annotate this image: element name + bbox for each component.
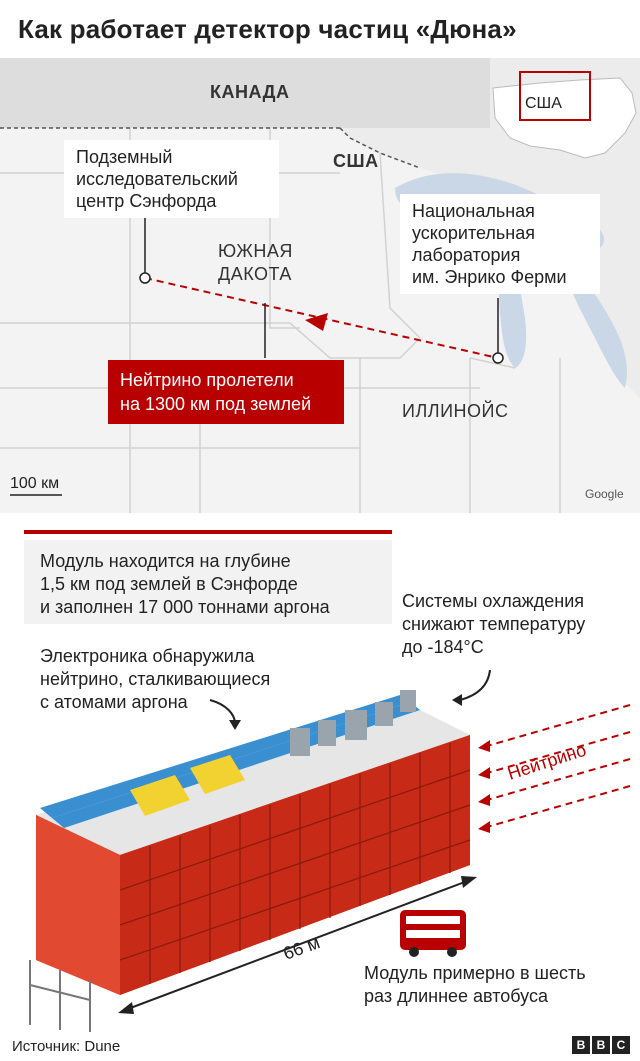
bus-comparison: Модуль примерно в шесть раз длиннее авто… — [364, 962, 586, 1008]
neutrino-ray-label: Нейтрино — [505, 740, 589, 784]
electronics-line-1: Электроника обнаружила — [40, 646, 255, 666]
sanford-line-2: исследовательский — [76, 169, 238, 189]
module-info-box — [24, 540, 392, 624]
bus-line-1: Модуль примерно в шесть — [364, 963, 586, 983]
label-south-dakota-2: ДАКОТА — [218, 264, 292, 284]
label-canada: КАНАДА — [210, 82, 290, 102]
cooling-line-1: Системы охлаждения — [402, 591, 585, 611]
neutrino-rays — [479, 704, 631, 830]
module-info: Модуль находится на глубине 1,5 км под з… — [40, 550, 330, 619]
scaffold — [29, 960, 91, 1032]
fermi-line-3: лаборатория — [412, 245, 521, 265]
electronics-line-2: нейтрино, сталкивающиеся — [40, 669, 271, 689]
electronics-info: Электроника обнаружила нейтрино, сталкив… — [40, 645, 270, 714]
yellow-block-2 — [190, 755, 245, 794]
bbc-logo: B B C — [570, 1036, 630, 1054]
map-credit: Google — [585, 487, 624, 501]
frame-grid — [119, 743, 471, 984]
fermi-line-1: Национальная — [412, 201, 535, 221]
length-label: 66 м — [281, 932, 323, 964]
cooling-line-2: снижают температуру — [402, 614, 586, 634]
map: КАНАДА США ЮЖНАЯ ДАКОТА ИЛЛИНОЙС 100 км … — [0, 58, 640, 513]
fermi-callout: Национальная ускорительная лаборатория и… — [400, 194, 600, 294]
module-line-2: 1,5 км под землей в Сэнфорде — [40, 574, 298, 594]
fermi-line-4: им. Энрико Ферми — [412, 267, 567, 287]
sanford-line-3: центр Сэнфорда — [76, 191, 217, 211]
cooling-info: Системы охлаждения снижают температуру д… — [402, 590, 585, 659]
inset-highlight — [519, 71, 591, 121]
fermi-line-2: ускорительная — [412, 223, 535, 243]
label-usa: США — [333, 151, 379, 171]
length-arrow — [124, 879, 471, 1011]
electronics-arrow-icon — [229, 720, 241, 730]
bbc-logo-letter: C — [612, 1036, 630, 1054]
label-south-dakota-1: ЮЖНАЯ — [218, 241, 293, 261]
sanford-marker — [139, 272, 151, 284]
cooling-machinery — [290, 690, 416, 756]
label-illinois: ИЛЛИНОЙС — [402, 401, 509, 421]
bus-icon — [400, 910, 466, 957]
fermi-marker — [492, 352, 504, 364]
detector-illustration: Нейтрино 66 м — [29, 669, 631, 1032]
page-title: Как работает детектор частиц «Дюна» — [18, 14, 517, 44]
bbc-logo-letter: B — [592, 1036, 610, 1054]
neutrino-distance-callout: Нейтрино пролетели на 1300 км под землей — [108, 360, 344, 424]
module-line-1: Модуль находится на глубине — [40, 551, 291, 571]
sanford-callout: Подземный исследовательский центр Сэнфор… — [64, 140, 279, 218]
neutrino-line-2: на 1300 км под землей — [120, 394, 312, 414]
inset-usa-shape — [492, 77, 637, 159]
detector-end — [36, 815, 120, 995]
source-credit: Источник: Dune — [12, 1038, 121, 1055]
inset-label: США — [525, 95, 562, 112]
bbc-logo-letter: B — [572, 1036, 590, 1054]
neutrino-arrow-icon — [305, 313, 328, 331]
cooling-arrow-icon — [452, 694, 462, 706]
neutrino-line-1: Нейтрино пролетели — [120, 370, 294, 390]
cooling-line-3: до -184°C — [402, 637, 484, 657]
bus-line-2: раз длиннее автобуса — [364, 986, 548, 1006]
electronics-line-3: с атомами аргона — [40, 692, 188, 712]
section-divider — [24, 530, 392, 534]
scale-label: 100 км — [10, 475, 60, 492]
sanford-line-1: Подземный — [76, 147, 173, 167]
module-line-3: и заполнен 17 000 тоннами аргона — [40, 597, 330, 617]
yellow-block-1 — [130, 775, 190, 816]
